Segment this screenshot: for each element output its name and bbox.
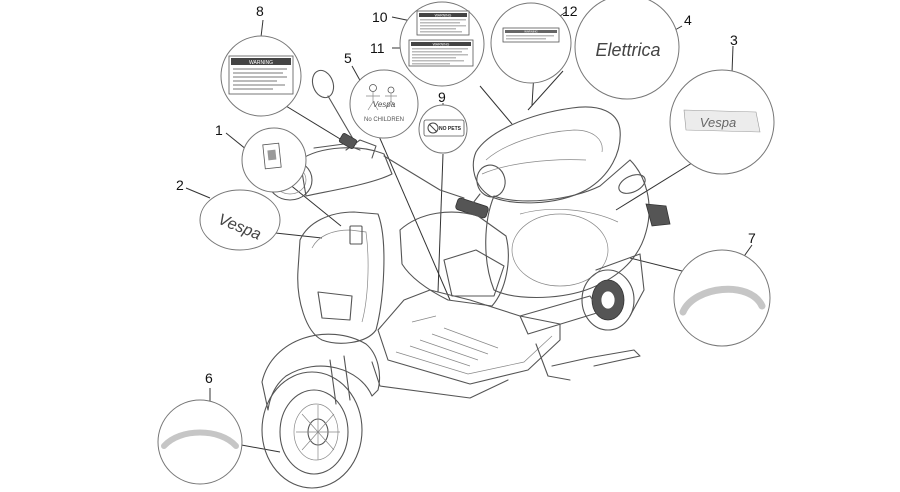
sticker-7-bubble — [673, 249, 771, 347]
callout-3: 3 — [730, 32, 738, 48]
warning-text-11: WARNING — [433, 43, 450, 47]
sticker-9-bubble: NO PETS — [418, 104, 468, 154]
sticker-3-bubble: Vespa — [669, 69, 775, 175]
callout-1: 1 — [215, 122, 223, 138]
callout-10: 10 — [372, 9, 388, 25]
vespa-mark-small: Vespa — [373, 100, 396, 109]
sticker-8-bubble: WARNING — [220, 35, 302, 117]
vespa-logo-badge: Vespa — [700, 115, 736, 130]
callout-numbers: 1 2 3 4 5 6 7 8 9 10 11 12 — [176, 3, 756, 386]
sticker-12-bubble: WARNING — [490, 2, 572, 84]
sticker-2-bubble: Vespa — [199, 189, 281, 251]
warning-text-10: WARNING — [435, 14, 452, 18]
children-text: No CHILDREN — [364, 117, 404, 123]
callout-11: 11 — [370, 40, 385, 56]
sticker-4-bubble: Elettrica — [574, 0, 680, 100]
callout-8: 8 — [256, 3, 264, 19]
callout-2: 2 — [176, 177, 184, 193]
warning-text-8: WARNING — [249, 60, 273, 66]
no-pets-text: NO PETS — [439, 126, 462, 132]
callout-9: 9 — [438, 89, 446, 105]
sticker-6-bubble — [157, 399, 243, 485]
warning-text-12: WARNING — [524, 30, 537, 34]
elettrica-logo: Elettrica — [595, 40, 660, 60]
callout-6: 6 — [205, 370, 213, 386]
callout-5: 5 — [344, 50, 352, 66]
callout-4: 4 — [684, 12, 692, 28]
callout-12: 12 — [562, 3, 578, 19]
sticker-5-bubble: Vespa No CHILDREN — [349, 69, 419, 139]
sticker-10-11-bubble: WARNING WARNING — [399, 1, 485, 87]
callout-7: 7 — [748, 230, 756, 246]
sticker-1-bubble — [241, 127, 307, 193]
leader-lines — [185, 11, 753, 453]
